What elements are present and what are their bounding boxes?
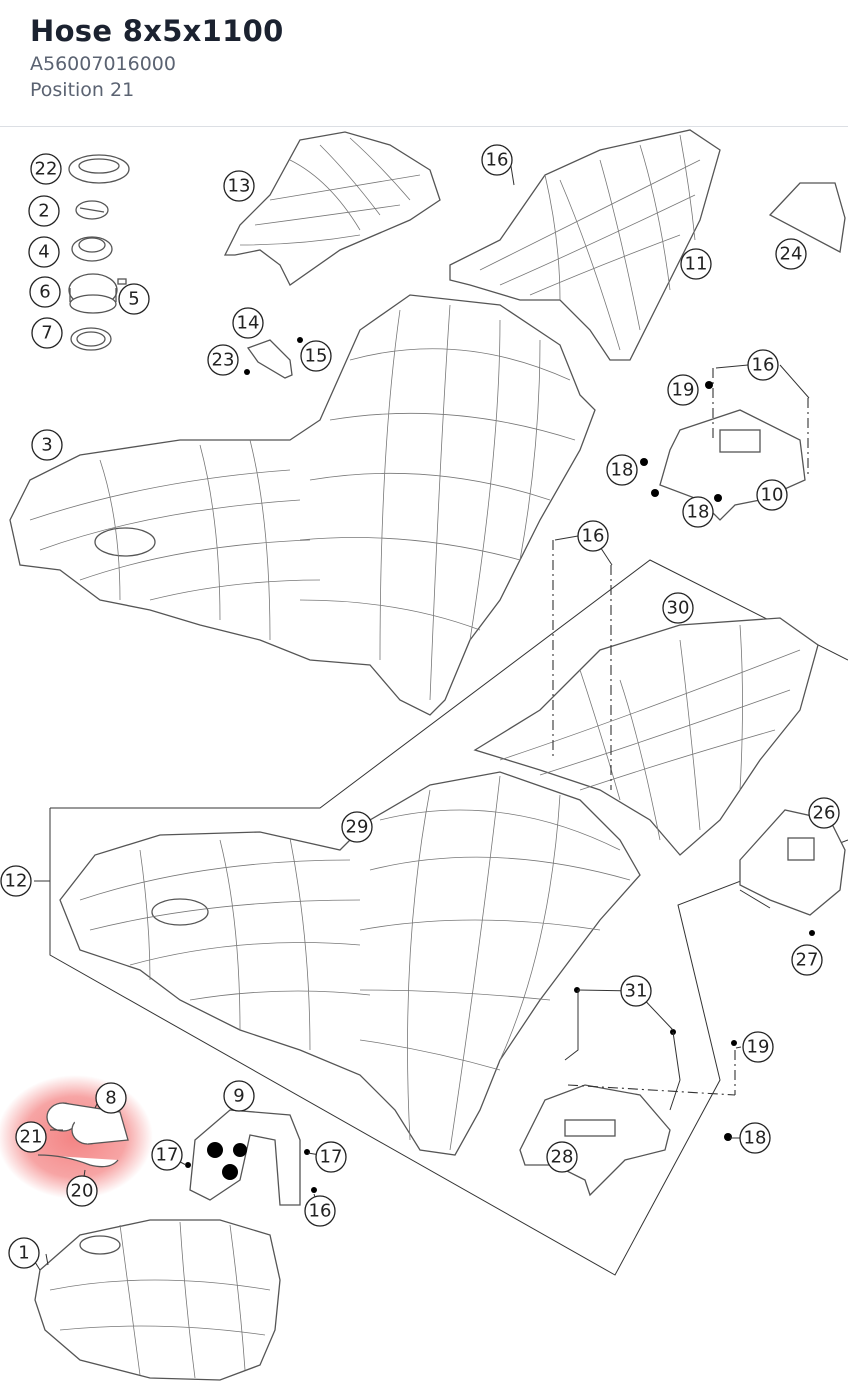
svg-text:31: 31 [625, 981, 648, 1002]
callout-21[interactable]: 21 [15, 1121, 47, 1153]
callout-26[interactable]: 26 [808, 797, 840, 829]
svg-text:24: 24 [780, 244, 803, 265]
svg-text:28: 28 [551, 1147, 574, 1168]
svg-text:27: 27 [796, 950, 819, 971]
svg-text:14: 14 [237, 313, 260, 334]
callout-16-top[interactable]: 16 [481, 144, 513, 176]
page-title: Hose 8x5x1100 [30, 14, 284, 48]
callout-23[interactable]: 23 [207, 344, 239, 376]
part-number: A56007016000 [30, 53, 176, 75]
svg-text:18: 18 [744, 1128, 767, 1149]
bracket-9 [185, 1109, 317, 1206]
callout-13[interactable]: 13 [223, 170, 255, 202]
callout-30[interactable]: 30 [662, 592, 694, 624]
svg-text:11: 11 [685, 254, 708, 275]
callout-7[interactable]: 7 [31, 317, 63, 349]
tank-cover-13 [223, 131, 441, 286]
callout-3[interactable]: 3 [31, 429, 63, 461]
callout-19-top[interactable]: 19 [667, 374, 699, 406]
svg-text:17: 17 [320, 1147, 343, 1168]
svg-text:9: 9 [233, 1086, 244, 1107]
svg-text:19: 19 [747, 1037, 770, 1058]
svg-text:29: 29 [346, 817, 369, 838]
svg-text:23: 23 [212, 350, 235, 371]
clip-14 [244, 337, 303, 379]
callout-16-middle[interactable]: 16 [577, 520, 609, 552]
callout-2[interactable]: 2 [28, 195, 60, 227]
callout-11[interactable]: 11 [680, 248, 712, 280]
svg-text:20: 20 [71, 1181, 94, 1202]
callout-10[interactable]: 10 [756, 479, 788, 511]
callout-5[interactable]: 5 [118, 283, 150, 315]
callout-18-left[interactable]: 18 [606, 454, 638, 486]
svg-text:16: 16 [752, 355, 775, 376]
svg-text:1: 1 [18, 1243, 29, 1264]
svg-text:15: 15 [305, 346, 328, 367]
svg-text:5: 5 [128, 289, 139, 310]
callout-9[interactable]: 9 [223, 1080, 255, 1112]
exploded-parts-diagram: 22 2 4 6 5 7 13 16 11 24 14 23 15 3 16 1… [0, 129, 848, 1381]
callout-31[interactable]: 31 [620, 975, 652, 1007]
rear-seat-30 [473, 617, 819, 856]
fuel-tank-1 [34, 1219, 281, 1381]
svg-text:18: 18 [611, 460, 634, 481]
svg-text:17: 17 [156, 1145, 179, 1166]
callout-14[interactable]: 14 [232, 307, 264, 339]
svg-text:3: 3 [41, 435, 52, 456]
position-label: Position 21 [30, 79, 135, 101]
callout-28[interactable]: 28 [546, 1141, 578, 1173]
svg-text:8: 8 [105, 1088, 116, 1109]
callout-24[interactable]: 24 [775, 238, 807, 270]
callout-22[interactable]: 22 [30, 153, 62, 185]
callout-18-lower[interactable]: 18 [739, 1122, 771, 1154]
svg-text:16: 16 [309, 1201, 332, 1222]
callout-4[interactable]: 4 [28, 236, 60, 268]
callout-19-bottom[interactable]: 19 [742, 1031, 774, 1063]
bracket-26 [739, 809, 846, 936]
callout-6[interactable]: 6 [29, 276, 61, 308]
header: Hose 8x5x1100 A56007016000 Position 21 [0, 0, 848, 127]
callout-1[interactable]: 1 [8, 1237, 40, 1269]
svg-text:16: 16 [486, 150, 509, 171]
svg-text:30: 30 [667, 598, 690, 619]
svg-text:12: 12 [5, 871, 28, 892]
rear-seat-11 [449, 129, 721, 361]
fuel-cap-assembly [68, 154, 130, 351]
callout-16-lower[interactable]: 16 [304, 1195, 336, 1227]
callout-20[interactable]: 20 [66, 1175, 98, 1207]
svg-text:4: 4 [38, 242, 49, 263]
svg-text:7: 7 [41, 323, 52, 344]
svg-text:19: 19 [672, 380, 695, 401]
callout-16-bracket[interactable]: 16 [747, 349, 779, 381]
svg-text:22: 22 [35, 159, 58, 180]
callout-27[interactable]: 27 [791, 944, 823, 976]
callout-18-bottom[interactable]: 18 [682, 496, 714, 528]
pad-24 [768, 182, 846, 254]
callout-17-right[interactable]: 17 [315, 1141, 347, 1173]
svg-text:13: 13 [228, 176, 251, 197]
svg-text:21: 21 [20, 1127, 43, 1148]
svg-text:6: 6 [39, 282, 50, 303]
callout-15[interactable]: 15 [300, 340, 332, 372]
svg-text:2: 2 [38, 201, 49, 222]
svg-text:18: 18 [687, 502, 710, 523]
callout-17-left[interactable]: 17 [151, 1139, 183, 1171]
svg-text:10: 10 [761, 485, 784, 506]
svg-text:26: 26 [813, 803, 836, 824]
callout-8[interactable]: 8 [95, 1082, 127, 1114]
svg-text:16: 16 [582, 526, 605, 547]
group-frame-12 [49, 559, 848, 1276]
callout-12[interactable]: 12 [0, 865, 32, 897]
seat-3 [9, 294, 596, 716]
callout-29[interactable]: 29 [341, 811, 373, 843]
